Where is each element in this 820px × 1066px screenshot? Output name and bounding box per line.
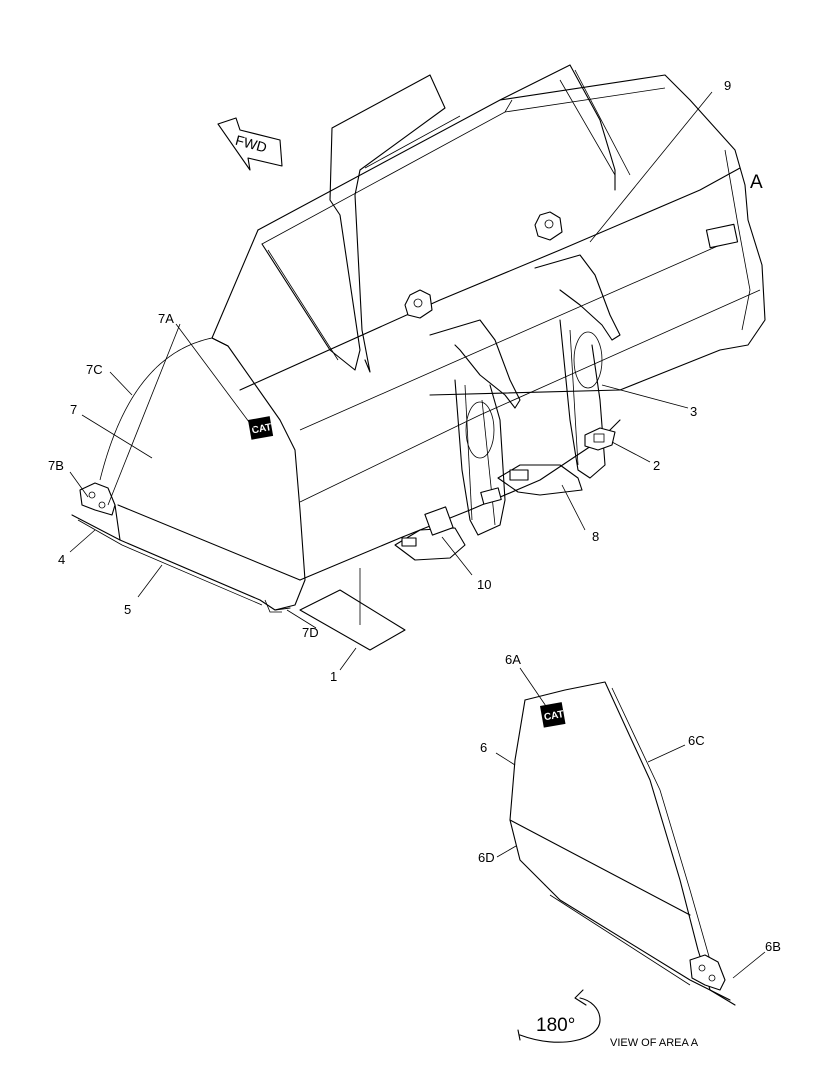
fwd-arrow-icon: FWD [217,117,283,171]
leader-lines [69,91,766,979]
pin-boss-left [404,289,433,319]
wear-plate-1 [299,589,406,651]
callout-4: 4 [58,552,65,567]
area-marker-a: A [750,172,763,193]
corner-lug-6B [689,954,726,991]
back-decal [705,223,739,249]
lower-bracket-10 [394,527,466,561]
callout-7: 7 [70,402,77,417]
callout-3: 3 [690,404,697,419]
rotate-180-icon: 180° [517,989,601,1043]
lug-2 [584,427,616,451]
callout-7D: 7D [302,625,319,640]
logo-text: CAT [251,422,272,436]
callout-5: 5 [124,602,131,617]
callout-6B: 6B [765,939,781,954]
callout-6: 6 [480,740,487,755]
corner-lug-7B [79,482,116,516]
detail-view-area-a: CAT [509,681,736,1006]
callout-1: 1 [330,669,337,684]
bucket-top-edge [261,87,666,245]
bucket-front-top-edge [239,167,741,391]
bucket-back-wall [257,74,766,396]
callout-6C: 6C [688,733,705,748]
rotation-label: 180° [536,1015,575,1036]
cat-logo-icon: CAT [248,416,274,440]
lower-bracket-8 [497,464,583,496]
callout-labels: 9 A 3 2 8 10 1 7D 5 4 7B 7 7C 7A 6A 6 6C… [48,78,781,954]
cutting-edge [71,514,291,611]
cat-logo-icon-detail: CAT [540,702,566,728]
callout-2: 2 [653,458,660,473]
svg-text:CAT: CAT [543,709,564,723]
spill-guard [261,74,446,373]
side-profile-7C [99,337,213,481]
view-caption: VIEW OF AREA A [610,1037,699,1049]
callout-6D: 6D [478,850,495,865]
callout-7A: 7A [158,311,174,326]
callout-10: 10 [477,577,491,592]
bucket-side-plate-7 [211,337,306,611]
bucket-assembly: CAT [71,64,766,651]
pin-boss-right [534,211,563,241]
callout-7B: 7B [48,458,64,473]
callout-9: 9 [724,78,731,93]
fwd-label: FWD [234,132,269,156]
hinge-bracket-right [534,254,621,341]
callout-7C: 7C [86,362,103,377]
callout-6A: 6A [505,652,521,667]
callout-8: 8 [592,529,599,544]
hinge-bracket-left [429,319,521,409]
